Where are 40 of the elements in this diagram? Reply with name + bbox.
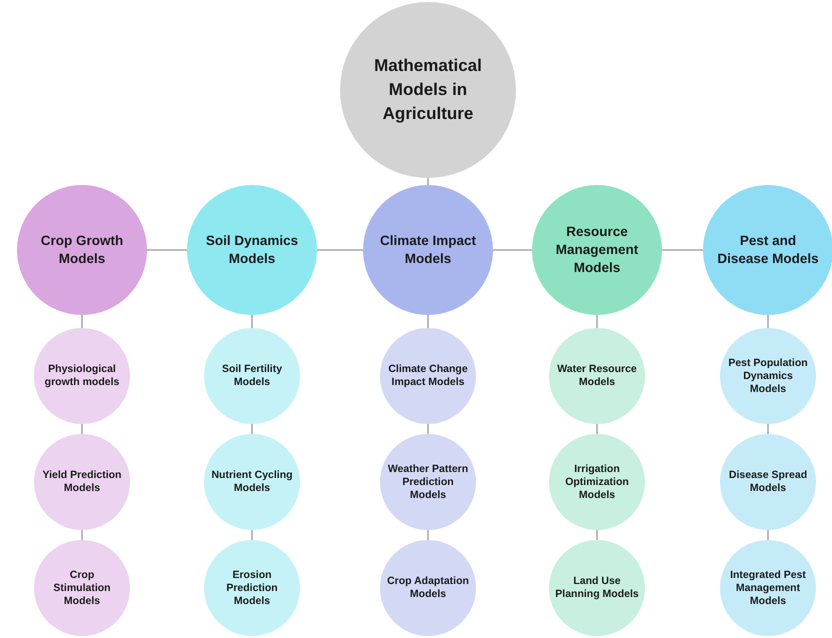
connector-line [596, 424, 598, 434]
connector-line [147, 249, 187, 251]
node-label: Irrigation Optimization Models [564, 462, 630, 502]
connector-line [81, 315, 83, 328]
connector-line [493, 249, 532, 251]
connector-line [251, 424, 253, 434]
node-label: Mathematical Models in Agriculture [373, 55, 483, 125]
connector-line [596, 315, 598, 328]
connector-line [767, 530, 769, 540]
connector-line [427, 315, 429, 328]
connector-line [767, 424, 769, 434]
node-label: Water Resource Models [556, 363, 638, 389]
node-label: Climate Change Impact Models [387, 363, 469, 389]
node-label: Crop Growth Models [40, 232, 124, 268]
node-label: Yield Prediction Models [42, 469, 122, 495]
node-label: Crop Adaptation Models [386, 575, 470, 601]
node-label: Resource Management Models [554, 223, 640, 277]
node-label: Pest Population Dynamics Models [727, 356, 809, 396]
node-label: Crop Stimulation Models [52, 568, 112, 608]
node-label: Weather Pattern Prediction Models [386, 462, 470, 502]
node-label: Soil Fertility Models [220, 363, 284, 389]
connector-line [662, 249, 703, 251]
connector-line [81, 424, 83, 434]
node-label: Climate Impact Models [378, 232, 478, 268]
connector-line [596, 530, 598, 540]
node-label: Pest and Disease Models [716, 232, 820, 268]
node-label: Soil Dynamics Models [204, 232, 300, 268]
connector-line [251, 315, 253, 328]
node-label: Physiological growth models [44, 363, 120, 389]
connector-line [767, 315, 769, 328]
connector-line [427, 424, 429, 434]
connector-line [251, 530, 253, 540]
connector-line [81, 530, 83, 540]
node-label: Nutrient Cycling Models [210, 469, 294, 495]
node-label: Integrated Pest Management Models [729, 568, 807, 608]
node-label: Erosion Prediction Models [225, 568, 279, 608]
node-label: Disease Spread Models [728, 469, 808, 495]
connector-line [317, 249, 363, 251]
connector-line [427, 530, 429, 540]
node-label: Land Use Planning Models [555, 575, 639, 601]
